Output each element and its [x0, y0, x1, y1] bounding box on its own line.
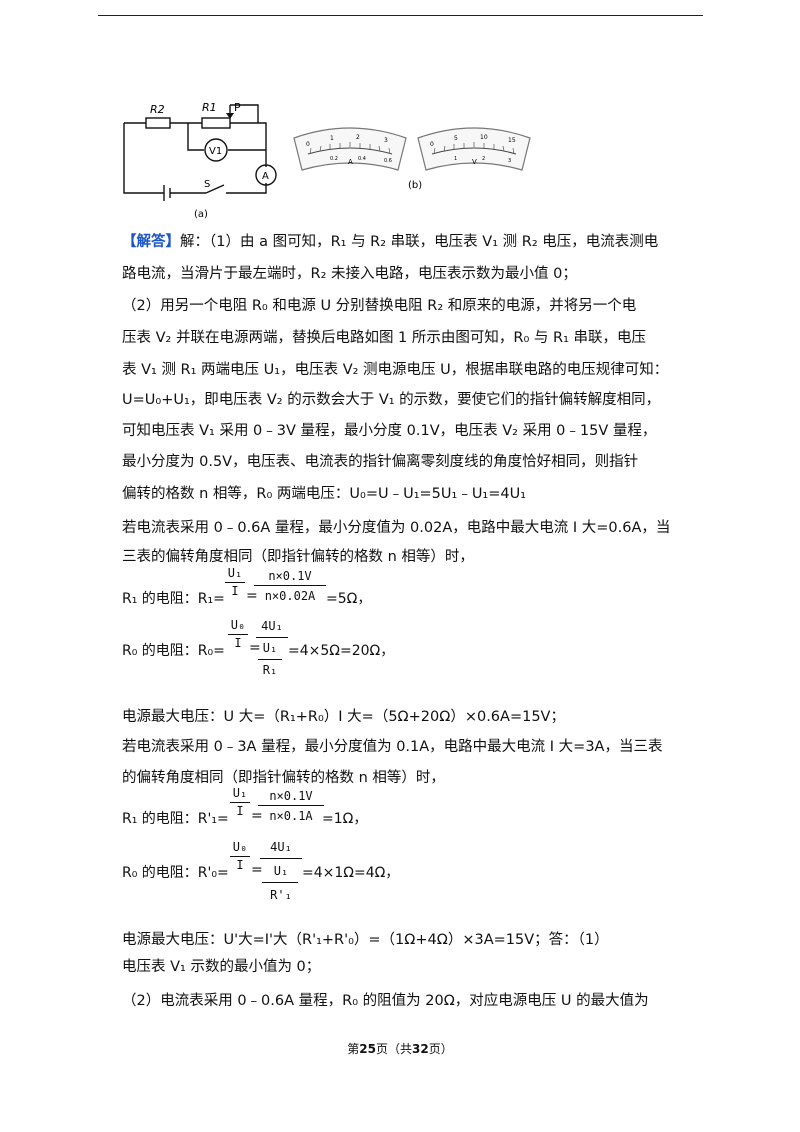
voltmeter-v1-symbol: [204, 138, 228, 162]
label-s: S: [204, 179, 210, 190]
answer-line-14: 的偏转角度相同（即指针偏转的格数 n 相等）时，: [122, 770, 445, 786]
formula-r0p-bar3: [262, 882, 298, 883]
formula-r1-bar1: [225, 582, 245, 583]
footer-post: 页）: [428, 1042, 453, 1056]
formula-r1-prefix: R₁ 的电阻：R₁=: [122, 591, 225, 607]
answer-line-8: 最小分度为 0.5V，电压表、电流表的指针偏离零刻度线的角度恰好相同，则指针: [122, 454, 639, 470]
voltmeter-unit: V: [472, 158, 477, 166]
answer-line-1: 【解答】解：（1）由 a 图可知，R₁ 与 R₂ 串联，电压表 V₁ 测 R₂ …: [122, 227, 702, 257]
formula-r0-bar3: [258, 659, 282, 660]
voltmeter-tick-0: 0: [430, 141, 434, 148]
answer-line-17: （2）电流表采用 0﹣0.6A 量程，R₀ 的阻值为 20Ω，对应电源电压 U …: [122, 993, 649, 1009]
label-v1: V1: [209, 146, 222, 157]
answer-line-6: U=U₀+U₁，即电压表 V₂ 的示数会大于 V₁ 的示数，要使它们的指针偏转解…: [122, 392, 661, 408]
answer-line-15: 电源最大电压：U'大=I'大（R'₁+R'₀）=（1Ω+4Ω）×3A=15V；答…: [122, 932, 609, 948]
voltmeter-subtick-1: 1: [454, 156, 457, 162]
answer-line-10: 若电流表采用 0﹣0.6A 量程，最小分度值为 0.02A，电路中最大电流 I …: [122, 520, 671, 536]
answer-line-7: 可知电压表 V₁ 采用 0﹣3V 量程，最小分度 0.1V，电压表 V₂ 采用 …: [122, 423, 657, 439]
voltmeter-subtick-3: 3: [508, 158, 511, 164]
formula-r0p-d2d: R'₁: [270, 888, 292, 902]
answer-text-1: 解：（1）由 a 图可知，R₁ 与 R₂ 串联，电压表 V₁ 测 R₂ 电压，电…: [180, 234, 659, 250]
ammeter-tick-1: 1: [330, 135, 334, 142]
formula-r0p-n2: 4U₁: [270, 840, 292, 854]
answer-line-11: 三表的偏转角度相同（即指针偏转的格数 n 相等）时，: [122, 549, 474, 565]
answer-line-5: 表 V₁ 测 R₁ 两端电压 U₁，电压表 V₂ 测电源电压 U，根据串联电路的…: [122, 362, 669, 378]
ammeter-tick-0: 0: [306, 141, 310, 148]
resistor-r2: [145, 117, 171, 129]
formula-r1-n1: U₁: [227, 566, 243, 580]
formula-r0p-bar1: [230, 856, 250, 857]
answer-line-16: 电压表 V₁ 示数的最小值为 0；: [122, 959, 321, 975]
formula-r0-d1: I: [234, 636, 242, 650]
footer-pre: 第: [347, 1042, 360, 1056]
ammeter-tick-3: 3: [384, 137, 388, 144]
footer-mid: 页（共: [375, 1042, 412, 1056]
answer-line-4: 压表 V₂ 并联在电源两端，替换后电路如图 1 所示由图可知，R₀ 与 R₁ 串…: [122, 330, 646, 346]
page-footer: 第25页（共32页）: [0, 1040, 800, 1057]
formula-r0-bar1: [228, 634, 248, 635]
footer-total-pages: 32: [412, 1042, 429, 1056]
formula-r1p-d1: I: [236, 804, 244, 818]
formula-r1-n2: n×0.1V: [268, 569, 312, 583]
formula-r0p-n1: U₀: [232, 840, 248, 854]
formula-r0p-d1: I: [236, 858, 244, 872]
answer-line-2: 路电流，当滑片于最左端时，R₂ 未接入电路，电压表示数为最小值 0；: [122, 266, 577, 282]
formula-r1p-result: =1Ω，: [322, 811, 368, 827]
formula-r1p-prefix: R₁ 的电阻：R'₁=: [122, 811, 229, 827]
voltmeter-tick-3: 15: [508, 137, 516, 144]
ammeter-symbol: [255, 164, 277, 186]
voltmeter-tick-2: 10: [480, 134, 488, 141]
answer-line-3: （2）用另一个电阻 R₀ 和电源 U 分别替换电阻 R₂ 和原来的电源，并将另一…: [122, 298, 637, 314]
formula-r0p-prefix: R₀ 的电阻：R'₀=: [122, 865, 229, 881]
voltmeter-tick-1: 5: [454, 135, 458, 142]
formula-r0-bar2: [256, 637, 288, 638]
voltmeter-subtick-2: 2: [482, 156, 485, 162]
footer-page-number: 25: [359, 1042, 376, 1056]
formula-r0-d2n: U₁: [262, 641, 278, 655]
formula-r1p-n1: U₁: [232, 786, 248, 800]
ammeter-subtick-1: 0.2: [330, 156, 338, 162]
label-r1: R1: [202, 101, 217, 114]
formula-r1-d2: n×0.02A: [264, 589, 316, 603]
formula-r1p-n2: n×0.1V: [269, 789, 313, 803]
rheostat-r1: [201, 117, 231, 129]
formula-r0p-d2n: U₁: [273, 864, 289, 878]
formula-r1p-bar1: [230, 802, 250, 803]
answer-line-12: 电源最大电压：U 大=（R₁+R₀）I 大=（5Ω+20Ω）×0.6A=15V；: [122, 709, 565, 725]
meters-figure: 1 2 3 0 0.2 0.4 0.6 A 0 5 10 15 1 2 3 V …: [293, 127, 531, 191]
answer-line-9: 偏转的格数 n 相等，R₀ 两端电压：U₀=U﹣U₁=5U₁﹣U₁=4U₁: [122, 486, 527, 502]
formula-r1p-d2: n×0.1A: [269, 809, 313, 823]
formula-r1-d1: I: [231, 584, 239, 598]
voltmeter-dial: 0 5 10 15 1 2 3 V: [417, 127, 531, 171]
ammeter-unit: A: [348, 158, 353, 166]
label-a: A: [262, 171, 269, 182]
header-rule: [98, 15, 703, 16]
formula-r1-bar2: [254, 585, 326, 586]
answer-line-13: 若电流表采用 0﹣3A 量程，最小分度值为 0.1A，电路中最大电流 I 大=3…: [122, 739, 663, 755]
formula-r0p-result: =4×1Ω=4Ω，: [302, 865, 400, 881]
ammeter-dial: 1 2 3 0 0.2 0.4 0.6 A: [293, 127, 407, 171]
answer-tag: 【解答】: [122, 234, 180, 250]
label-p: P: [234, 101, 241, 114]
formula-r0-n2: 4U₁: [261, 619, 283, 633]
ammeter-subtick-3: 0.6: [384, 158, 392, 164]
label-fig-b: (b): [408, 180, 422, 191]
ammeter-subtick-2: 0.4: [358, 156, 366, 162]
formula-r1p-bar2: [258, 805, 324, 806]
formula-r0-result: =4×5Ω=20Ω，: [288, 643, 395, 659]
formula-r0-n1: U₀: [230, 618, 246, 632]
ammeter-tick-2: 2: [356, 134, 360, 141]
formula-r0-prefix: R₀ 的电阻：R₀=: [122, 643, 225, 659]
circuit-figure: R2 R1 P V1 A S (a): [123, 101, 277, 220]
formula-r1-result: =5Ω，: [326, 591, 372, 607]
label-fig-a: (a): [194, 209, 208, 220]
label-r2: R2: [150, 103, 165, 116]
formula-r0p-bar2: [260, 858, 302, 859]
formula-r0-d2d: R₁: [262, 663, 278, 677]
